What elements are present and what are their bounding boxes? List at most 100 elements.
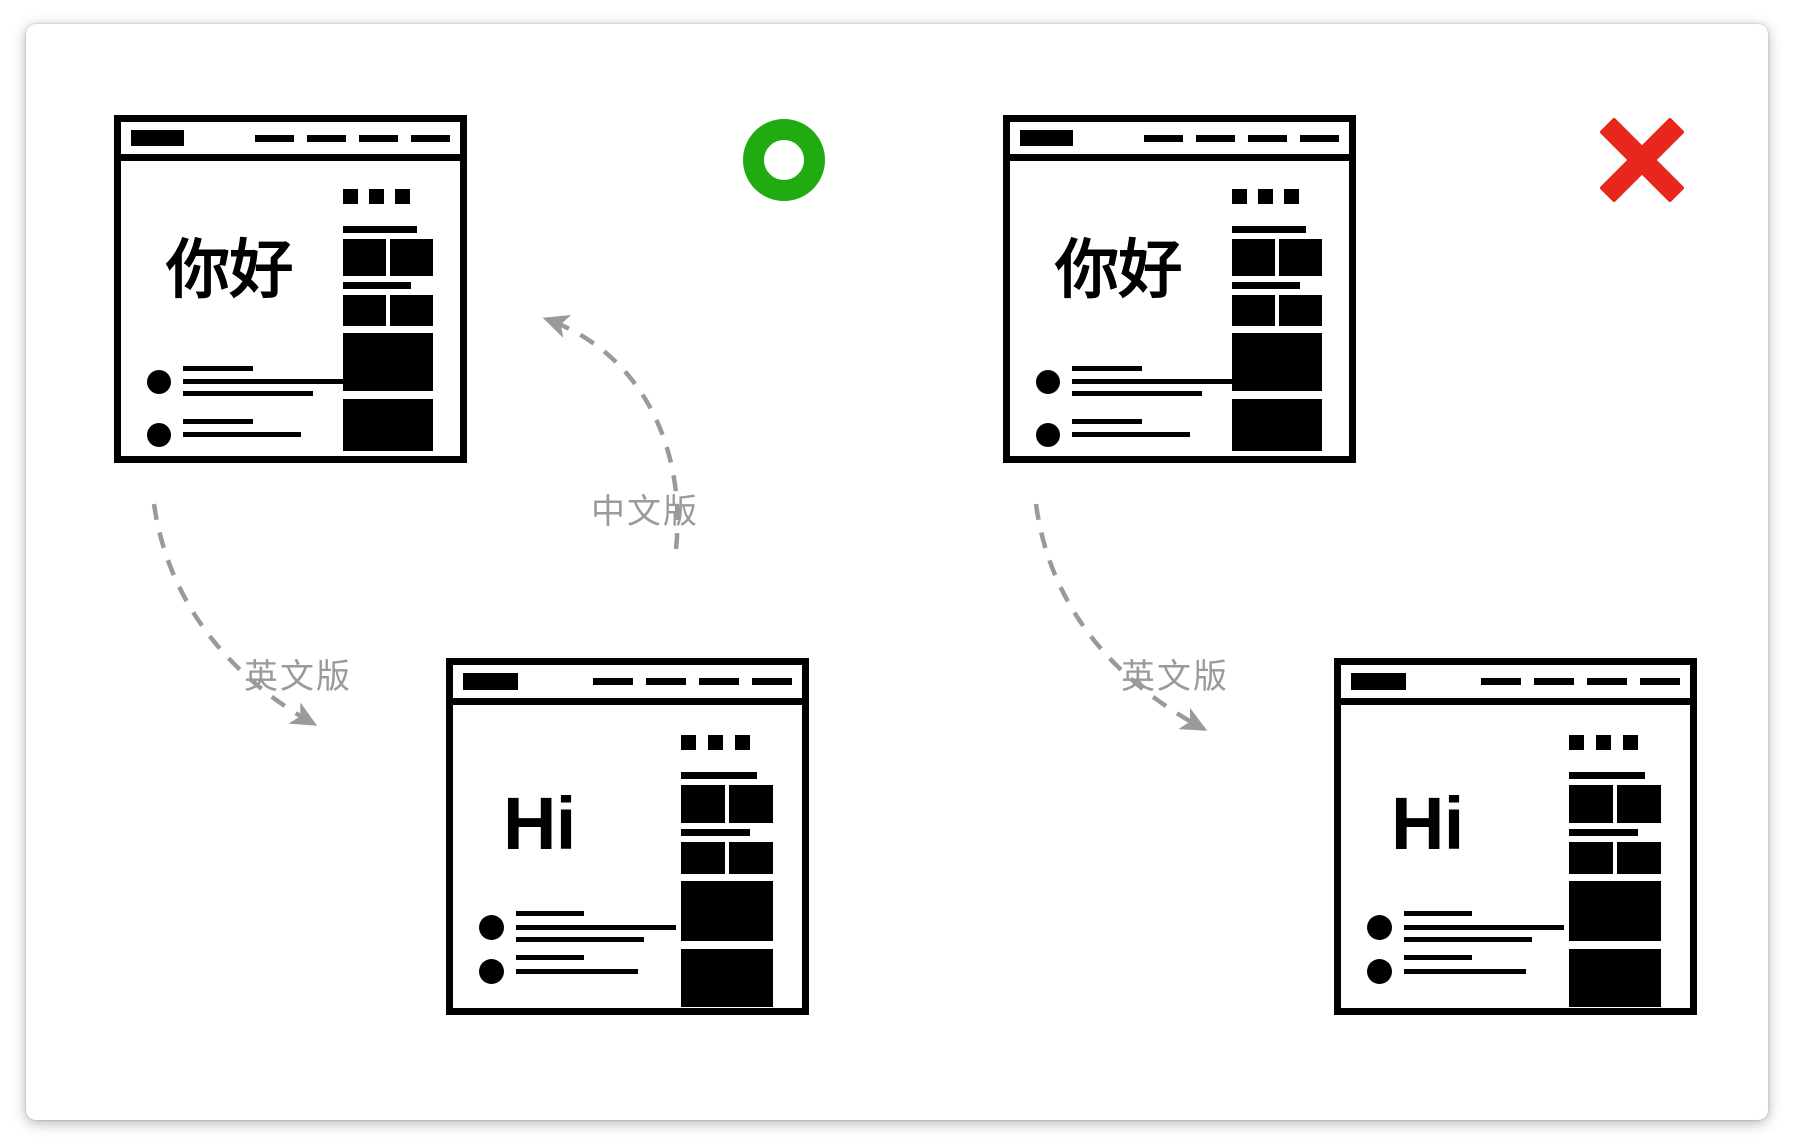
greeting-text: Hi <box>503 782 576 865</box>
titlebar-tab-4[interactable] <box>1300 134 1339 142</box>
window-body-right-target: Hi <box>1341 705 1690 1008</box>
titlebar-tab-3[interactable] <box>1248 134 1287 142</box>
window-right-target[interactable]: Hi <box>1334 658 1697 1015</box>
rail-divider <box>681 772 757 779</box>
bullet-line <box>516 925 676 930</box>
rail-card <box>343 239 386 276</box>
titlebar-tab-4[interactable] <box>752 678 792 685</box>
titlebar-right-source <box>1010 122 1349 161</box>
bullet-line <box>516 969 638 974</box>
titlebar-tab-2[interactable] <box>1534 678 1574 685</box>
diagram-canvas: 中文版 英文版 英文版 你好 <box>26 24 1768 1120</box>
bullet-line <box>1072 366 1142 371</box>
rail-card <box>1617 842 1661 874</box>
rail-card <box>1569 842 1613 874</box>
bullet-text-lines <box>183 366 343 396</box>
rail-dot <box>735 735 750 750</box>
bullet-text-lines <box>1072 366 1232 396</box>
rail-dot <box>369 189 384 204</box>
titlebar-left-source <box>121 122 460 161</box>
arrow-label-chinese-version: 中文版 <box>591 492 699 532</box>
bullet-text-lines <box>183 419 301 437</box>
titlebar-tab-2[interactable] <box>646 678 686 685</box>
rail-card-pair <box>1232 295 1322 326</box>
rail-card <box>681 842 725 874</box>
bullet-item <box>1036 419 1190 447</box>
bullet-line <box>1072 379 1232 384</box>
rail-dot <box>1596 735 1611 750</box>
bullet-text-lines <box>516 911 676 942</box>
rail-card <box>1279 239 1322 276</box>
bullet-item <box>147 419 301 447</box>
arrow-label-english-version-right: 英文版 <box>1121 657 1229 697</box>
rail-block-large <box>343 333 433 391</box>
window-right-source[interactable]: 你好 <box>1003 115 1356 463</box>
bullet-item <box>1367 911 1564 942</box>
ok-circle-icon <box>743 119 825 201</box>
rail-divider <box>1569 829 1638 836</box>
rail-card <box>390 239 433 276</box>
titlebar-tab-3[interactable] <box>1587 678 1627 685</box>
titlebar-tab-3[interactable] <box>359 134 398 142</box>
rail-card-pair <box>343 295 433 326</box>
titlebar-tab-1[interactable] <box>1144 134 1183 142</box>
rail-dot <box>343 189 358 204</box>
bullet-line <box>183 366 253 371</box>
window-left-target[interactable]: Hi <box>446 658 809 1015</box>
titlebar-tab-2[interactable] <box>1196 134 1235 142</box>
rail-card <box>343 295 386 326</box>
rail-dot <box>1623 735 1638 750</box>
bullet-line <box>183 432 301 437</box>
arrow-label-english-version-left: 英文版 <box>244 657 352 697</box>
content-rail <box>1232 189 1322 451</box>
rail-dot-row <box>1232 189 1322 204</box>
rail-divider <box>1569 772 1645 779</box>
bullet-item <box>479 911 676 942</box>
rail-block-large <box>1232 399 1322 451</box>
rail-dot-row <box>343 189 433 204</box>
greeting-text: 你好 <box>166 234 293 308</box>
window-left-source[interactable]: 你好 <box>114 115 467 463</box>
titlebar-tab-3[interactable] <box>699 678 739 685</box>
rail-dot <box>708 735 723 750</box>
rail-card <box>1569 785 1613 823</box>
bullet-line <box>516 937 644 942</box>
bullet-item <box>479 955 638 984</box>
content-rail <box>343 189 433 451</box>
rail-card <box>1279 295 1322 326</box>
rail-dot <box>395 189 410 204</box>
rail-card-pair <box>1232 239 1322 276</box>
rail-block-large <box>1569 949 1661 1007</box>
titlebar-tab-4[interactable] <box>411 134 450 142</box>
bullet-line <box>183 379 343 384</box>
bullet-dot-icon <box>479 959 504 984</box>
rail-card <box>390 295 433 326</box>
bullet-text-lines <box>516 955 638 974</box>
rail-divider <box>343 282 411 289</box>
bullet-item <box>1036 366 1232 396</box>
titlebar-tab-1[interactable] <box>593 678 633 685</box>
rail-dot <box>1258 189 1273 204</box>
bullet-dot-icon <box>147 370 171 394</box>
bullet-line <box>516 911 584 916</box>
titlebar-tab-1[interactable] <box>255 134 294 142</box>
titlebar-logo-block <box>1351 673 1406 690</box>
bullet-line <box>1404 955 1472 960</box>
rail-dot <box>1569 735 1584 750</box>
titlebar-tab-2[interactable] <box>307 134 346 142</box>
rail-card-pair <box>1569 842 1661 874</box>
rail-card-pair <box>1569 785 1661 823</box>
content-rail <box>1569 735 1661 1007</box>
titlebar-tab-1[interactable] <box>1481 678 1521 685</box>
titlebar-tab-4[interactable] <box>1640 678 1680 685</box>
rail-block-large <box>681 881 773 941</box>
rail-block-large <box>1232 333 1322 391</box>
bullet-dot-icon <box>1036 370 1060 394</box>
content-rail <box>681 735 773 1007</box>
bullet-line <box>183 419 253 424</box>
rail-block-large <box>1569 881 1661 941</box>
rail-dot <box>1284 189 1299 204</box>
bullet-line <box>1404 911 1472 916</box>
bullet-item <box>147 366 343 396</box>
